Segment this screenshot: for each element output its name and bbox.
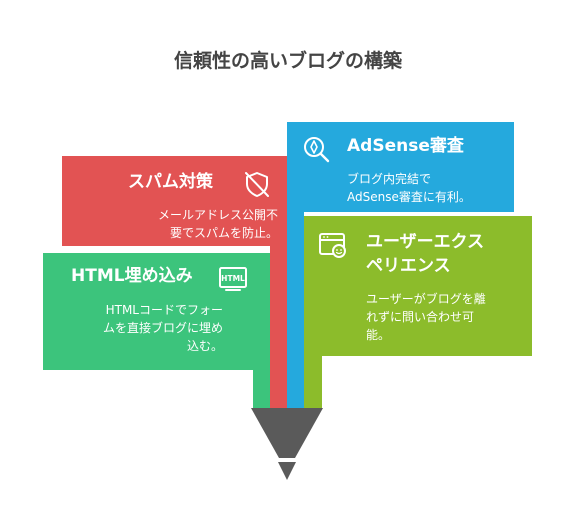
adsense-card-body: ブログ内完結で AdSense審査に有利。 (347, 172, 471, 204)
ux-connector-bar (304, 356, 322, 410)
magnify-check-icon (301, 134, 331, 164)
ux-card: ユーザーエクス ペリエンス ユーザーがブログを離 れずに問い合わせ可 能。 (304, 216, 532, 356)
spam-card-body: メールアドレス公開不 要でスパムを防止。 (157, 208, 278, 240)
funnel-bottom-segment (278, 462, 296, 480)
html-card-heading: HTML埋め込み (71, 266, 193, 286)
adsense-connector-bar (287, 212, 304, 410)
diagram-title: 信頼性の高いブログの構築 (173, 50, 402, 72)
spam-connector-bar (270, 246, 287, 410)
html-card-body: HTMLコードでフォー ムを直接ブログに埋め 込む。 (102, 303, 223, 353)
ux-card-heading: ユーザーエクス ペリエンス (366, 232, 485, 276)
adsense-card: AdSense審査 ブログ内完結で AdSense審査に有利。 (287, 122, 514, 212)
spam-card: スパム対策 メールアドレス公開不 要でスパムを防止。 (62, 156, 287, 246)
html-connector-bar (253, 370, 270, 410)
spam-card-heading: スパム対策 (128, 172, 213, 192)
funnel-graphic (251, 408, 323, 488)
html-card: HTML埋め込み HTML HTMLコードでフォー ムを直接ブログに埋め 込む。 (43, 253, 270, 370)
funnel-top-segment (251, 408, 323, 458)
adsense-card-heading: AdSense審査 (347, 136, 464, 156)
html-icon-label: HTML (221, 274, 245, 283)
browser-cursor-icon (318, 230, 348, 260)
html-icon: HTML (218, 264, 248, 294)
ux-card-body: ユーザーがブログを離 れずに問い合わせ可 能。 (366, 292, 486, 342)
shield-slash-icon (242, 169, 272, 199)
